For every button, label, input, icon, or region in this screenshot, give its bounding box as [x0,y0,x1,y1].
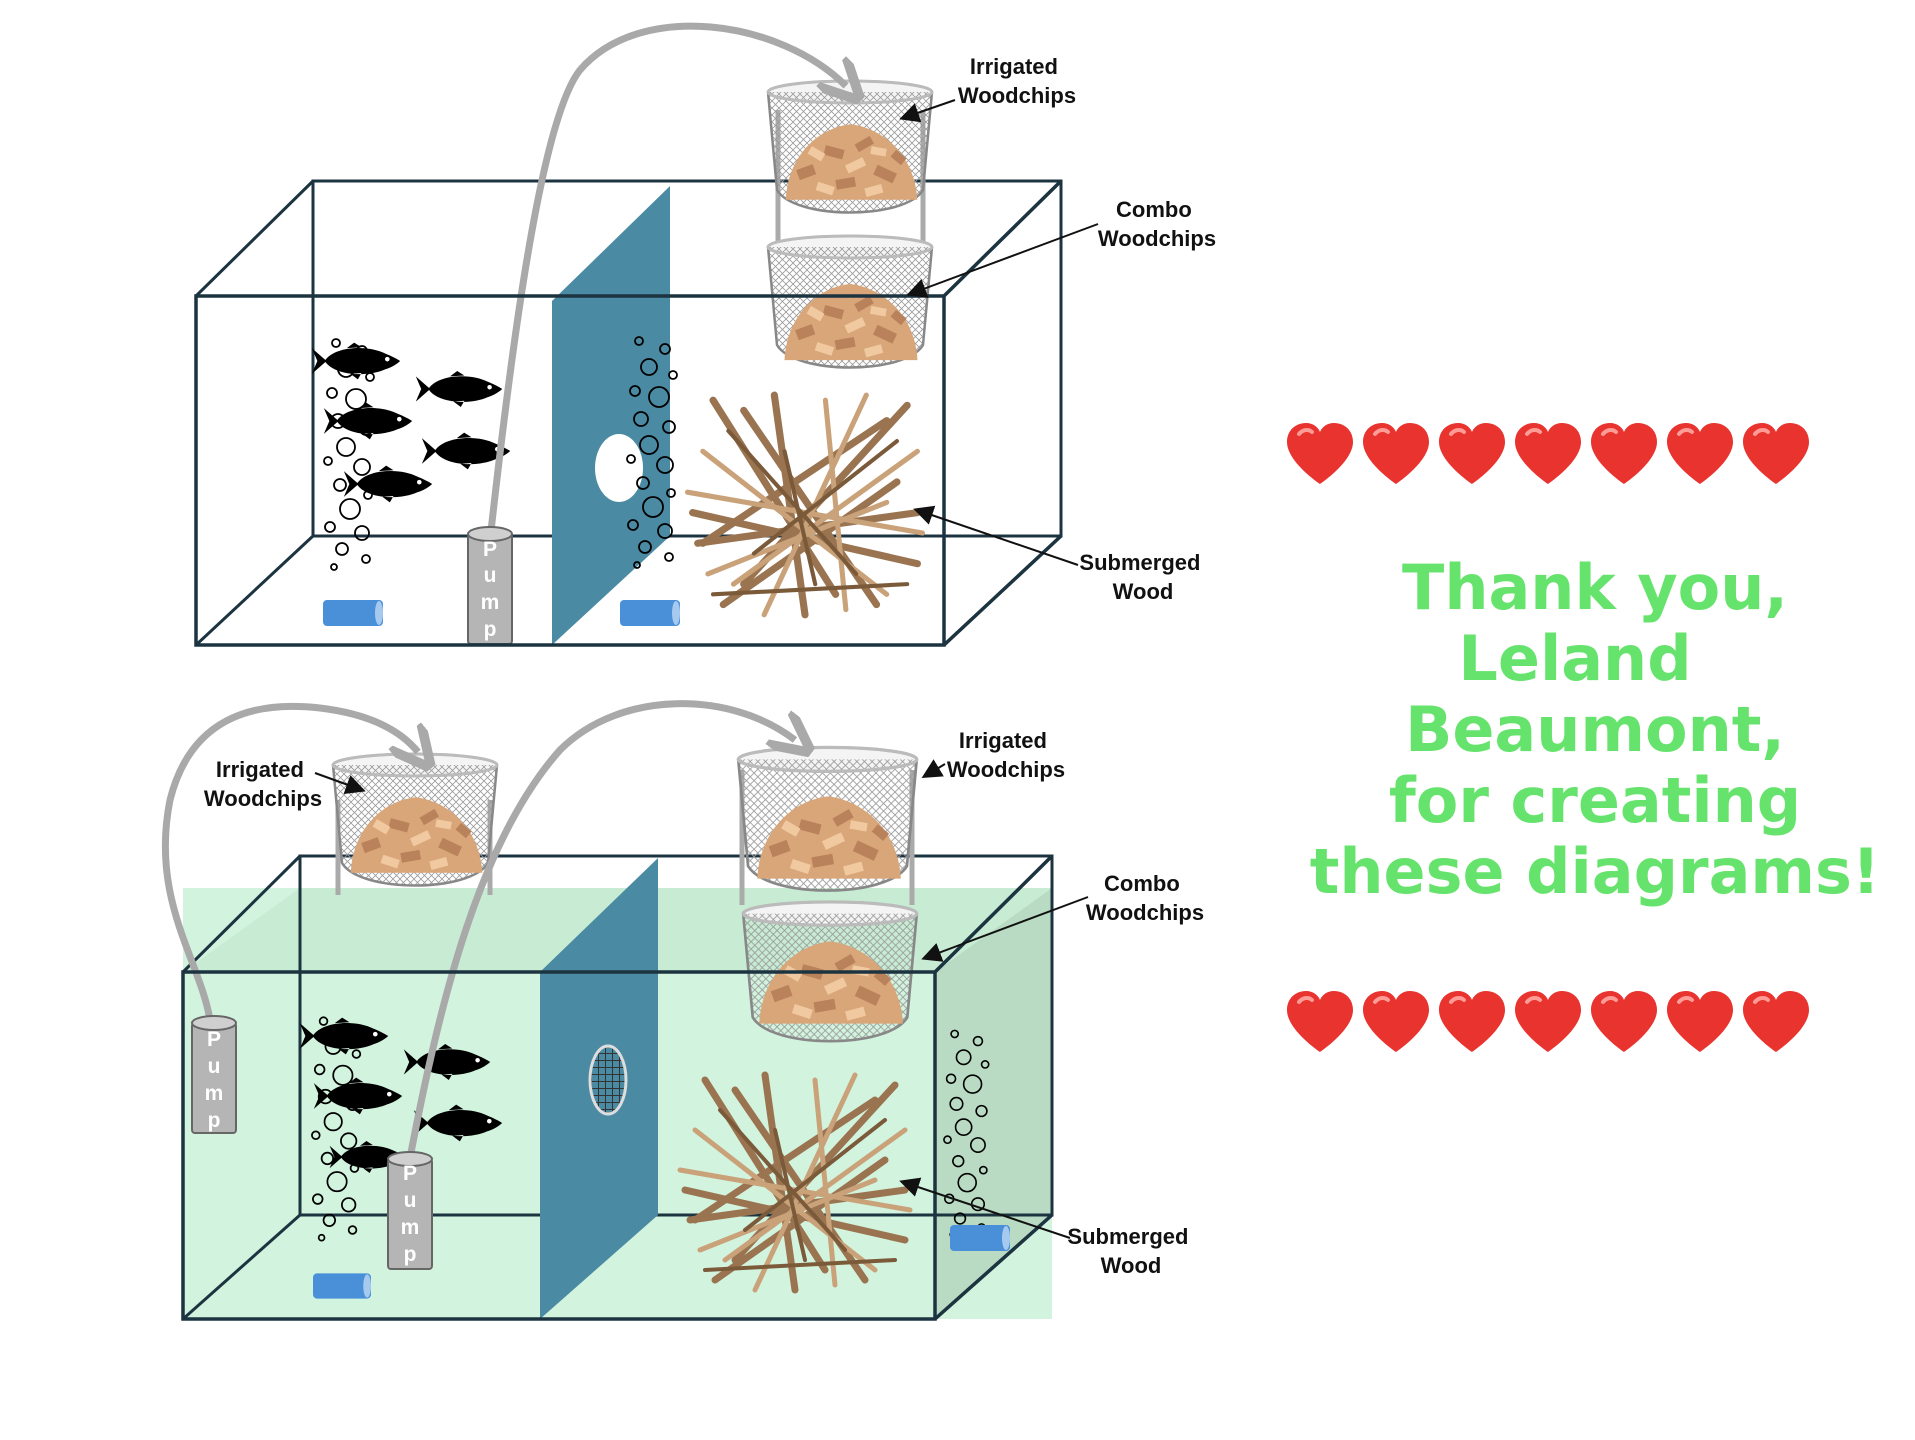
bottom-heart-icon [1513,990,1583,1054]
top-heart-icon [1285,422,1355,486]
bottom-heart-icon [1589,990,1659,1054]
top-tank-front [194,179,1063,647]
bottom-heart-icon [1665,990,1735,1054]
top-submerged-wood [688,395,923,615]
top-divider [552,186,670,645]
top-heart-icon [1513,422,1583,486]
hearts-top [1285,422,1811,486]
svg-text:u: u [208,1055,221,1078]
svg-text:P: P [483,538,497,561]
bottom-arrow-combo [921,896,1089,962]
thank-you-line-3: Beaumont, [1405,693,1785,766]
top-airstone-right [620,600,680,626]
hearts-bottom [1285,990,1811,1054]
top-arrow-submerged [913,505,1079,566]
top-fish-2 [415,371,503,407]
svg-text:p: p [404,1243,417,1266]
bottom-pump-right: P u m p [387,1150,433,1271]
top-label-combo: Combo Woodchips [1098,197,1216,251]
top-airstone-left [323,600,383,626]
svg-text:m: m [205,1082,224,1105]
bottom-heart-icon [1361,990,1431,1054]
top-heart-icon [1665,422,1735,486]
top-fish-1 [311,342,401,380]
bottom-tank-front [181,854,1054,1321]
top-heart-icon [1589,422,1659,486]
top-label-irrigated: Irrigated Woodchips [958,54,1076,108]
bottom-heart-icon [1741,990,1811,1054]
thank-you-message: Thank you, Leland Beaumont, for creating… [1285,552,1905,907]
bottom-heart-icon [1437,990,1507,1054]
svg-text:u: u [404,1189,417,1212]
top-divider-hole [595,434,643,502]
bottom-arrow-irrigated-right [921,759,946,779]
top-pipe [486,22,846,541]
top-diagram: P u m p Irrigated Woodchips Combo Woodch… [194,22,1216,647]
top-arrow-irrigated [899,99,956,123]
svg-text:p: p [484,618,497,641]
top-label-submerged: Submerged Wood [1079,550,1206,604]
svg-text:P: P [403,1162,417,1185]
bottom-arrow-submerged [899,1177,1071,1239]
bottom-diagram: P u m p P u m p Irrigated Woodchips Irri… [161,700,1204,1321]
top-heart-icon [1437,422,1507,486]
bottom-water-side [935,888,1052,1319]
top-arrow-combo [906,223,1099,298]
bottom-pipe-left [161,702,418,1021]
bottom-divider-screen [588,1044,628,1116]
bottom-label-combo: Combo Woodchips [1086,871,1204,925]
bottom-airstone-left [313,1273,371,1299]
bottom-label-irrigated-left: Irrigated Woodchips [204,757,322,811]
bottom-pump-left: P u m p [191,1015,237,1134]
thank-you-line-2: Leland [1458,622,1692,695]
svg-text:m: m [401,1216,420,1239]
bottom-arrow-irrigated-left [314,772,366,794]
bottom-pipe-right [406,700,795,1159]
bottom-heart-icon [1285,990,1355,1054]
svg-text:P: P [207,1028,221,1051]
top-pump: P u m p [467,526,513,645]
top-heart-icon [1361,422,1431,486]
thank-you-line-5: these diagrams! [1309,835,1881,908]
bottom-airstone-right [950,1225,1010,1251]
thank-you-line-1: Thank you, [1402,551,1788,624]
svg-text:m: m [481,591,500,614]
top-fish-5 [343,465,433,503]
svg-text:u: u [484,564,497,587]
top-heart-icon [1741,422,1811,486]
thank-you-line-4: for creating [1388,764,1802,837]
svg-text:p: p [208,1109,221,1132]
bottom-label-submerged: Submerged Wood [1067,1224,1194,1278]
bottom-label-irrigated-right: Irrigated Woodchips [947,728,1065,782]
